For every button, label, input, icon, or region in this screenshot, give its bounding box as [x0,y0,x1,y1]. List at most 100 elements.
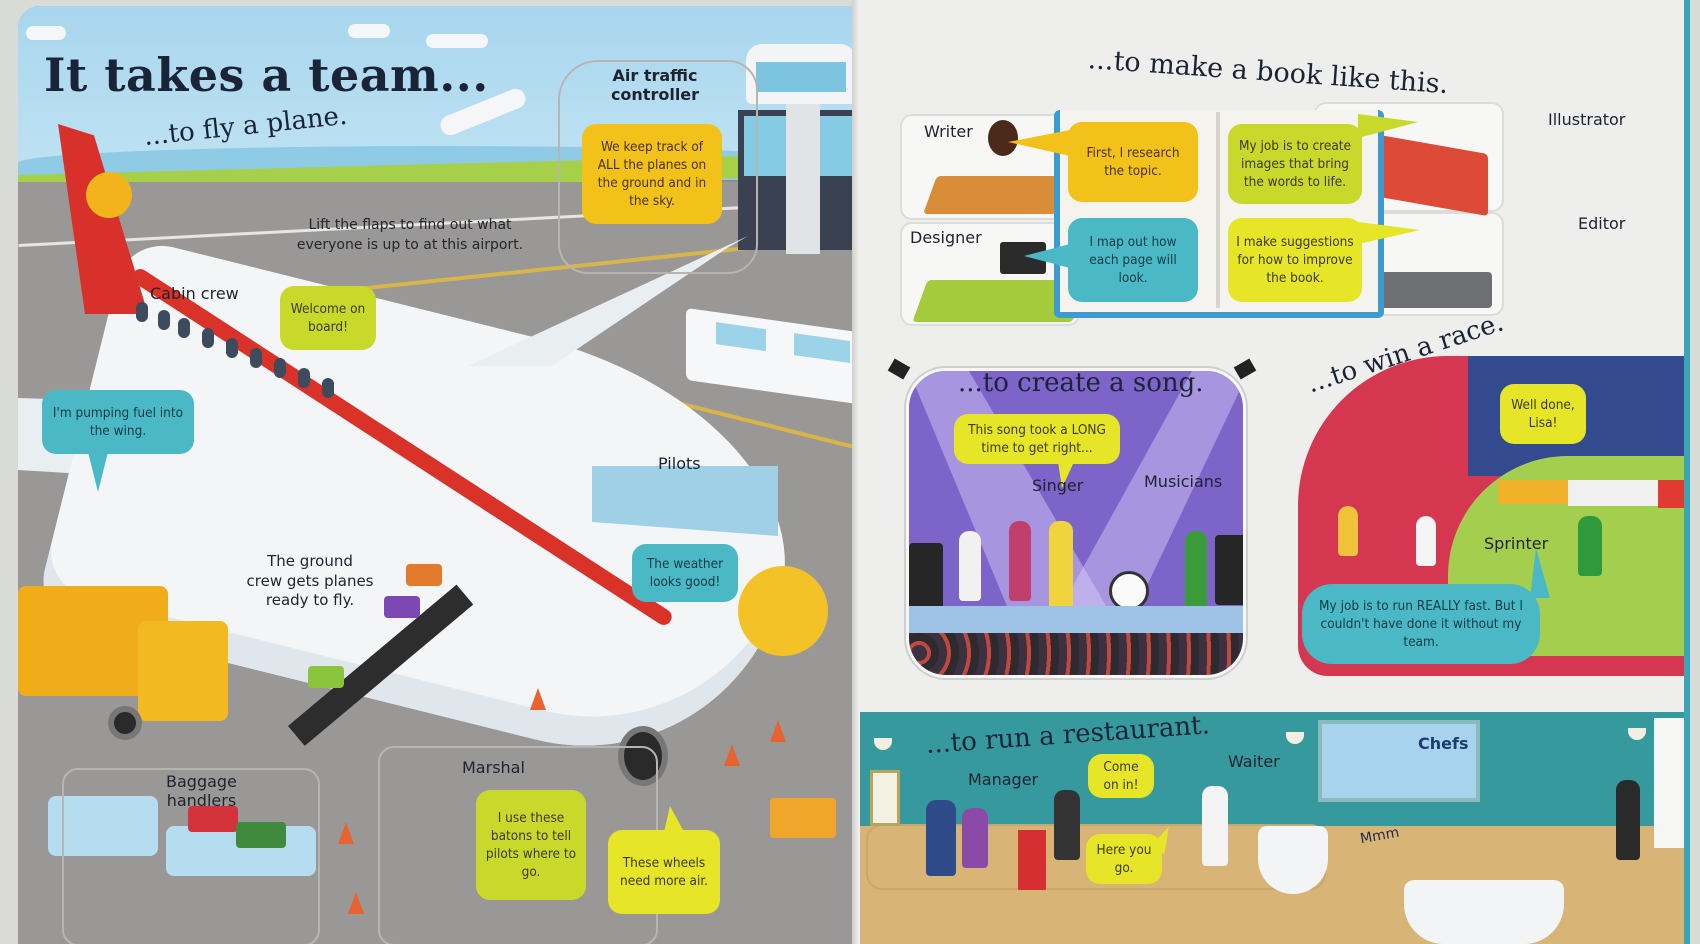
bubble-illustrator: My job is to create images that bring th… [1228,124,1362,204]
bubble-tail [1024,244,1070,268]
bubble-designer: I map out how each page will look. [1068,218,1198,302]
bubble-fans: Well done, Lisa! [1500,384,1586,444]
baggage-tug [48,796,158,856]
cloud [426,34,488,48]
stage-light-icon [887,358,911,380]
plane-window [250,348,262,368]
label-cabin-crew: Cabin crew [150,284,239,303]
right-page-teams: ...to make a book like this. Writer Desi… [858,0,1690,944]
book-gutter [852,0,860,944]
control-tower-glass [756,62,846,92]
manager-figure [1054,790,1080,860]
plane-window [226,338,238,358]
heading-create-song: ...to create a song. [958,368,1204,398]
bass-drum-icon [1109,571,1149,611]
plane-window [136,302,148,322]
suitcase [406,564,442,586]
wall-lamp-icon [874,738,892,750]
plane-window [178,318,190,338]
wall-lamp-icon [1286,732,1304,744]
label-waiter: Waiter [1228,752,1280,771]
dining-table [1404,880,1564,944]
label-pilots: Pilots [658,454,701,473]
suitcase [308,666,344,688]
kitchen-window [1318,720,1480,802]
bubble-writer: First, I research the topic. [1068,122,1198,202]
traffic-cone-icon [530,688,546,710]
bubble-tail [664,806,684,832]
kitchen-door[interactable] [1654,718,1684,848]
tail-sun-logo-icon [86,172,132,218]
baggage-lift-flap[interactable] [62,768,320,944]
plane-window [158,310,170,330]
bubble-tail [88,452,108,492]
bubble-sprinter: My job is to run REALLY fast. But I coul… [1302,584,1540,664]
bubble-pilots: The weather looks good! [632,544,738,602]
label-line: controller [610,85,700,105]
finish-banner [1568,480,1658,506]
guitarist-figure [1185,531,1207,611]
bubble-atc: We keep track of ALL the planes on the g… [582,124,722,224]
label-chefs: Chefs [1418,734,1469,753]
atc-lift-flap[interactable] [558,60,758,274]
suitcase [236,822,286,848]
bubble-tail [1358,222,1420,244]
left-page-airport: It takes a team... ...to fly a plane. Li… [18,6,860,944]
runner-figure [1338,506,1358,556]
bubble-marshal: I use these batons to tell pilots where … [476,790,586,900]
label-baggage-handlers: Baggage handlers [166,772,237,810]
audience-crowd [909,633,1243,675]
traffic-cone-icon [770,720,786,742]
bubble-editor: I make suggestions for how to improve th… [1228,218,1362,302]
bubble-manager: Come on in! [1088,754,1154,798]
cloud [26,26,66,40]
traffic-cone-icon [348,892,364,914]
bubble-tail [1058,462,1074,488]
role-illustrator: Illustrator [1548,110,1626,129]
bubble-cabin-crew: Welcome on board! [280,286,376,350]
plane-window [274,358,286,378]
host-stand [1018,830,1046,890]
wall-lamp-icon [1628,728,1646,740]
bubble-tail [1358,114,1418,138]
guitarist-figure [959,531,981,601]
role-editor: Editor [1578,214,1626,233]
intro-line-1: Lift the flaps to find out what [308,217,512,233]
bubble-singer: This song took a LONG time to get right.… [954,414,1120,464]
bubble-fuel: I'm pumping fuel into the wing. [42,390,194,454]
speaker-icon [1215,535,1243,605]
role-writer: Writer [924,122,973,141]
keyboardist-figure [1009,521,1031,601]
label-manager: Manager [968,770,1039,789]
label-singer: Singer [1032,476,1084,495]
book-spine [1216,112,1220,308]
label-ground-crew: The ground crew gets planes ready to fly… [240,552,380,611]
customer-figure [926,800,956,876]
control-tower [786,104,820,254]
plane-window [322,378,334,398]
traffic-cone-icon [724,744,740,766]
plane-window [298,368,310,388]
cloud [348,24,390,38]
label-musicians: Musicians [1144,472,1223,491]
plane-window [202,328,214,348]
role-designer: Designer [910,228,982,247]
waiter-figure [1202,786,1228,866]
label-line: handlers [166,791,237,811]
intro-line-2: everyone is up to at this airport. [296,236,524,253]
suitcase [384,596,420,618]
bubble-tail [1008,130,1070,156]
label-line: ready to fly. [265,591,355,609]
label-line: Baggage [166,772,237,791]
bubble-wheels: These wheels need more air. [608,830,720,914]
intro-text: Lift the flaps to find out what everyone… [270,216,550,255]
fuel-truck-cab [138,621,228,721]
chevron-sign-icon [1658,480,1684,508]
menu-board [870,770,900,826]
bubble-tail [1530,548,1550,598]
page-title: It takes a team... [44,48,489,102]
traffic-cone-icon [338,822,354,844]
cockpit-windows [592,466,778,536]
label-air-traffic-controller: Air traffic controller [600,66,710,104]
speaker-icon [909,543,943,613]
